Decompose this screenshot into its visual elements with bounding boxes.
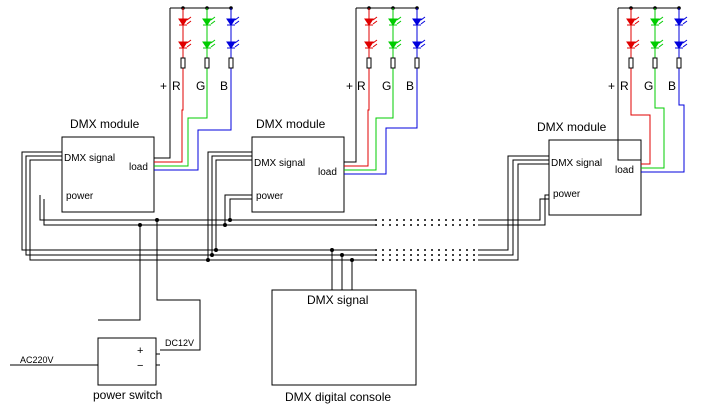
dmx-module-1: DMX module DMX signal load power + R G B: [61, 6, 240, 213]
module-signal-label: DMX signal: [64, 153, 115, 164]
switch-minus-label: −: [137, 360, 143, 372]
module-title: DMX module: [537, 120, 607, 134]
plus-label: +: [160, 79, 167, 93]
module-load-label: load: [615, 165, 634, 176]
b-label: B: [406, 79, 414, 93]
module-signal-label: DMX signal: [254, 158, 305, 169]
junction-dots: [138, 218, 354, 262]
bus-continuation-dots: [375, 219, 478, 261]
power-switch: + − AC220V DC12V power switch: [20, 337, 194, 402]
red-led-string: [626, 8, 640, 58]
led-array: [170, 6, 240, 69]
module-title: DMX module: [70, 117, 140, 131]
module-power-label: power: [66, 191, 94, 202]
module-load-label: load: [129, 162, 148, 173]
output-wires: [344, 8, 418, 175]
green-led-string: [650, 8, 664, 58]
module-power-label: power: [553, 189, 581, 200]
output-wires: [154, 8, 232, 171]
g-label: G: [196, 79, 205, 93]
output-label: DC12V: [165, 338, 194, 348]
console-label: DMX digital console: [285, 390, 391, 404]
plus-label: +: [346, 79, 353, 93]
green-led-string: [202, 8, 216, 58]
green-led-string: [388, 8, 402, 58]
r-label: R: [620, 79, 629, 93]
dmx-module-3: DMX module DMX signal load power + R G B: [537, 6, 688, 216]
module-signal-label: DMX signal: [551, 158, 602, 169]
red-led-string: [364, 8, 378, 58]
blue-led-string: [674, 8, 688, 58]
dmx-console: DMX signal DMX digital console: [271, 289, 417, 404]
b-label: B: [220, 79, 228, 93]
module-load-label: load: [318, 167, 337, 178]
resistors: [628, 57, 682, 69]
dmx-module-2: DMX module DMX signal load power + R G B: [251, 6, 426, 213]
r-label: R: [357, 79, 366, 93]
console-bus-drops: [331, 250, 353, 290]
module-2-bus-drops: [207, 151, 252, 260]
console-signal-label: DMX signal: [307, 293, 368, 307]
r-label: R: [172, 79, 181, 93]
module-title: DMX module: [256, 117, 326, 131]
red-led-string: [178, 8, 192, 58]
b-label: B: [668, 79, 676, 93]
g-label: G: [644, 79, 653, 93]
input-label: AC220V: [20, 355, 54, 365]
dmx-bus: [21, 151, 549, 261]
led-array: [356, 6, 426, 69]
led-array: [618, 6, 688, 69]
blue-led-string: [412, 8, 426, 58]
g-label: G: [382, 79, 391, 93]
resistors: [180, 57, 234, 69]
plus-label: +: [608, 79, 615, 93]
output-wires: [617, 8, 685, 173]
switch-plus-label: +: [137, 345, 143, 357]
blue-led-string: [226, 8, 240, 58]
resistors: [366, 57, 420, 69]
power-switch-feeds: [10, 220, 201, 366]
module-power-label: power: [256, 191, 284, 202]
power-bus: [39, 194, 549, 226]
power-switch-label: power switch: [93, 388, 162, 402]
